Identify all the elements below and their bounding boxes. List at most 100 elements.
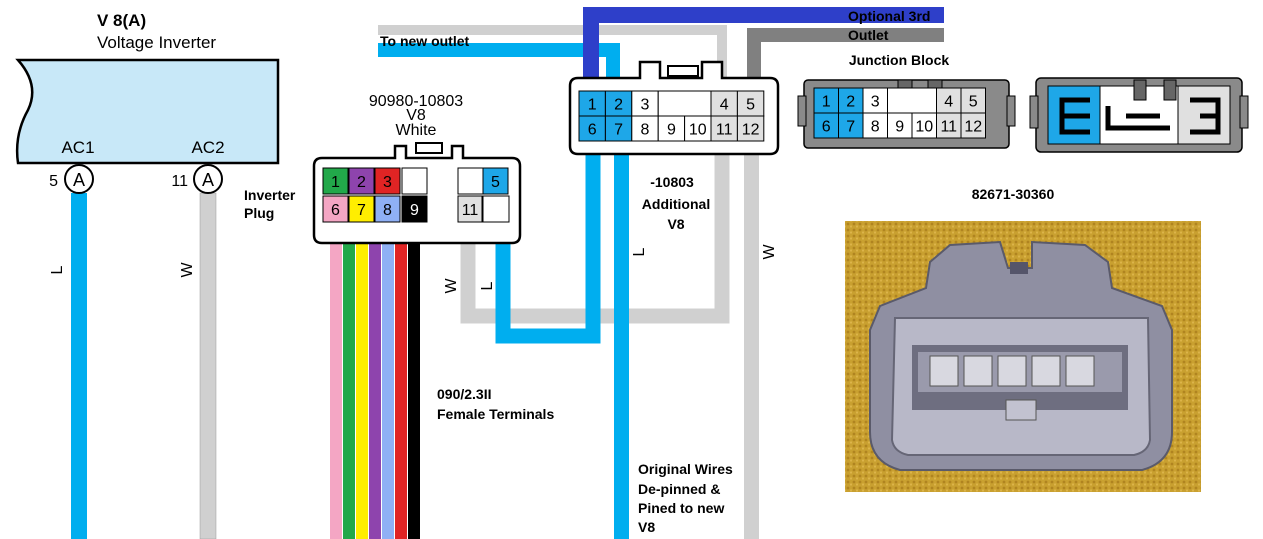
to-new-outlet-label: To new outlet (380, 33, 470, 49)
loop-label-w: W (443, 278, 460, 294)
optional-outlet-label-line1: Optional 3rd (848, 8, 930, 24)
pin-letter-ac1: A (73, 170, 85, 190)
plug-wire (408, 243, 420, 539)
plug-cell (482, 167, 509, 195)
plug-cell (457, 167, 484, 195)
plug-wire (395, 243, 407, 539)
optional-gray-wire (747, 28, 944, 96)
blue-wire-down (614, 150, 629, 539)
plug-cell-label: 9 (410, 202, 419, 219)
terminals-label-line2: Female Terminals (437, 406, 554, 422)
plug-wire (382, 243, 394, 539)
plug-wires (330, 243, 420, 539)
photo-part-number: 82671-30360 (972, 186, 1055, 202)
junction-cell-label: 5 (969, 94, 978, 111)
pin-number-ac1: 5 (49, 173, 58, 190)
plug-cell-label: 6 (331, 202, 340, 219)
additional-cell (657, 115, 686, 142)
additional-cell (710, 115, 738, 142)
pin-circle-ac2 (193, 164, 223, 194)
junction-cell-label: 11 (940, 119, 957, 136)
inverter-wire-l (71, 193, 87, 539)
junction-cell (862, 112, 888, 139)
junction-title: Junction Block (849, 52, 950, 68)
junction-cell-label: 4 (944, 94, 953, 111)
pin-number-ac2: 11 (171, 173, 188, 190)
plug-model: V8 (406, 107, 426, 124)
additional-cell-label: 9 (667, 122, 676, 139)
junction-cell (960, 112, 986, 139)
original-wires-line1: Original Wires (638, 461, 733, 477)
additional-cell-label: 11 (716, 122, 733, 139)
additional-cell-label: 10 (689, 122, 707, 139)
plug-cell (322, 167, 349, 195)
original-wires-line3: Pined to new (638, 500, 724, 516)
original-wires-line4: V8 (638, 519, 655, 535)
additional-cell (631, 90, 659, 117)
down-label-w: W (761, 244, 778, 260)
additional-cell-label: 5 (746, 97, 755, 114)
plug-cell-label: 1 (331, 174, 340, 191)
additional-cell (710, 90, 738, 117)
wire-label-l: L (49, 265, 66, 274)
optional-dark-blue-wire (583, 7, 944, 96)
plug-wire (343, 243, 355, 539)
junction-cell (960, 87, 986, 114)
additional-cell (657, 90, 712, 117)
original-wires-line2: De-pinned & (638, 481, 720, 497)
pin-letter-ac2: A (202, 170, 214, 190)
down-label-l: L (631, 247, 648, 256)
junction-cell (838, 112, 864, 139)
voltage-inverter: V 8(A) Voltage Inverter AC1 AC2 A A 5 11… (15, 11, 280, 539)
junction-cell (911, 112, 937, 139)
additional-cell (736, 115, 765, 142)
junction-cell (936, 112, 962, 139)
plug-cell (348, 195, 375, 223)
plug-label-line1: Inverter (244, 187, 296, 203)
connector-photo (845, 221, 1201, 492)
junction-cell (813, 112, 839, 139)
plug-cell (401, 167, 428, 195)
additional-cell (684, 115, 712, 142)
additional-cell-label: 12 (742, 122, 760, 139)
plug-cell-label: 2 (357, 174, 366, 191)
white-wire-down (744, 150, 759, 539)
additional-cell-label: 2 (614, 97, 623, 114)
plug-cell (348, 167, 375, 195)
junction-cell-label: 3 (871, 94, 880, 111)
additional-cell (736, 90, 765, 117)
additional-label-line3: V8 (667, 216, 684, 232)
plug-color-name: White (396, 122, 437, 139)
plug-cell (401, 195, 428, 223)
plug-cell (374, 195, 401, 223)
additional-label-line1: -10803 (650, 174, 694, 190)
wire-label-w: W (179, 262, 196, 278)
blue-loop (495, 120, 601, 344)
plug-cell (374, 167, 401, 195)
additional-cell-label: 8 (641, 122, 650, 139)
additional-cell-label: 6 (588, 122, 597, 139)
junction-cell-label: 8 (871, 119, 880, 136)
junction-cell-label: 6 (822, 119, 831, 136)
inverter-code: V 8(A) (97, 11, 146, 30)
additional-cell-label: 3 (641, 97, 650, 114)
inverter-name: Voltage Inverter (97, 33, 216, 52)
junction-block-back (1029, 77, 1249, 153)
plug-cell-label: 8 (383, 202, 392, 219)
plug-cell-label: 7 (357, 202, 366, 219)
additional-cell-label: 4 (720, 97, 729, 114)
junction-cell-label: 2 (846, 94, 855, 111)
additional-cell-label: 1 (588, 97, 597, 114)
loop-label-l: L (479, 281, 496, 290)
plug-cell-label: 5 (491, 174, 500, 191)
pin-name-ac2: AC2 (191, 138, 224, 157)
plug-part-number: 90980-10803 (369, 93, 463, 110)
plug-wire (369, 243, 381, 539)
plug-label-line2: Plug (244, 205, 274, 221)
